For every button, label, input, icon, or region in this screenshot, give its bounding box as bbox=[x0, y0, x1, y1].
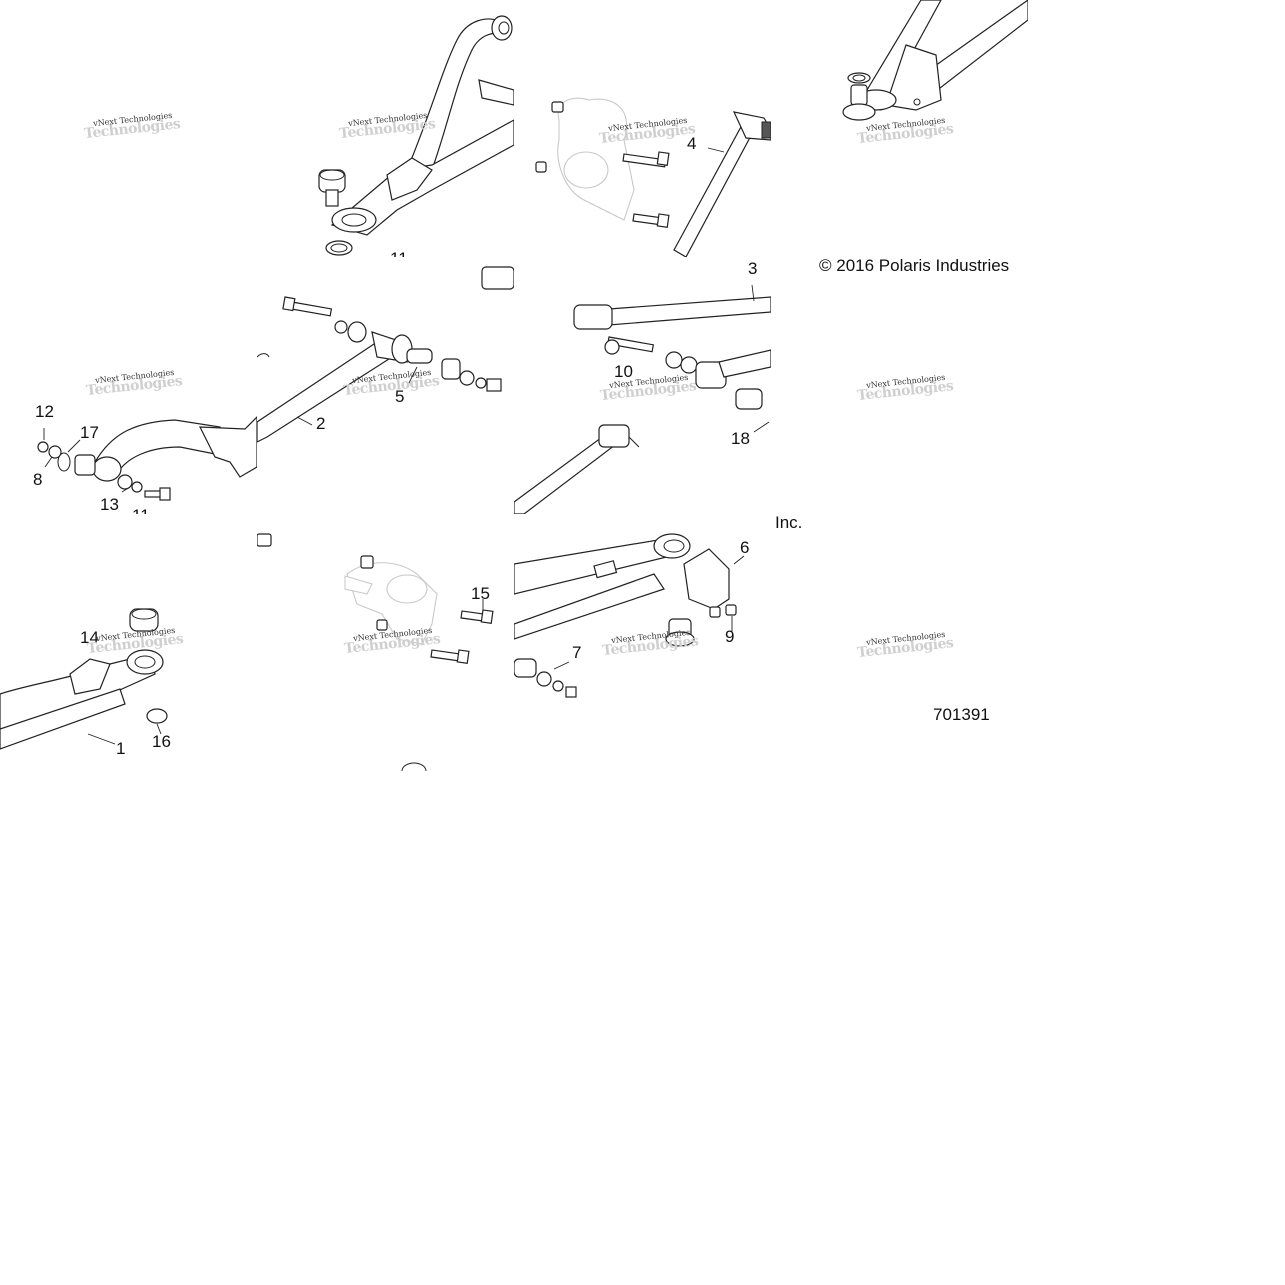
tile-lower-arm: 14 1 16 bbox=[0, 514, 257, 771]
arm-plate-drawing bbox=[514, 533, 745, 698]
lower-arm-drawing bbox=[0, 608, 168, 750]
tie-rod-drawing bbox=[514, 284, 771, 514]
callout-16: 16 bbox=[152, 732, 171, 751]
callout-6: 6 bbox=[740, 538, 750, 557]
callout-9: 9 bbox=[725, 627, 735, 646]
callout-15: 15 bbox=[471, 584, 490, 603]
tile-tie-rod: 3 10 18 bbox=[514, 257, 771, 514]
callout-8: 8 bbox=[33, 470, 43, 489]
copyright-notice: © 2016 Polaris Industries bbox=[819, 256, 1010, 275]
arm-bolt-drawing bbox=[257, 266, 514, 443]
knuckle-bottom-drawing bbox=[257, 533, 494, 771]
tile-bushing-left: 12 17 8 13 11 bbox=[0, 257, 257, 514]
upper-arm-drawing bbox=[318, 15, 514, 256]
tile-arm-bolt: 2 5 bbox=[257, 257, 514, 514]
callout-10: 10 bbox=[614, 362, 633, 381]
callout-11-mid: 11 bbox=[132, 507, 150, 514]
callout-5: 5 bbox=[395, 387, 405, 406]
tile-knuckle-bottom: 15 bbox=[257, 514, 514, 771]
diagram-part-number: 701391 bbox=[933, 705, 990, 724]
tile-knuckle-top: 4 bbox=[514, 0, 771, 257]
callout-4: 4 bbox=[687, 134, 697, 153]
callout-7: 7 bbox=[572, 643, 582, 662]
tile-arm-plate: 6 9 7 bbox=[514, 514, 771, 771]
callout-14: 14 bbox=[80, 628, 99, 647]
tile-arm-end bbox=[771, 0, 1028, 257]
callout-1: 1 bbox=[116, 739, 126, 758]
callout-12: 12 bbox=[35, 402, 54, 421]
callout-17: 17 bbox=[80, 423, 99, 442]
tile-upper-arm: 11 bbox=[257, 0, 514, 257]
bushing-left-drawing bbox=[37, 416, 257, 501]
callout-13: 13 bbox=[100, 495, 119, 514]
callout-11-top: 11 bbox=[390, 250, 408, 257]
callout-18: 18 bbox=[731, 429, 750, 448]
callout-2: 2 bbox=[316, 414, 326, 433]
copyright-fragment: Inc. bbox=[775, 513, 803, 532]
callout-3: 3 bbox=[748, 259, 758, 278]
arm-end-drawing bbox=[842, 0, 1028, 121]
knuckle-top-drawing bbox=[535, 97, 771, 257]
